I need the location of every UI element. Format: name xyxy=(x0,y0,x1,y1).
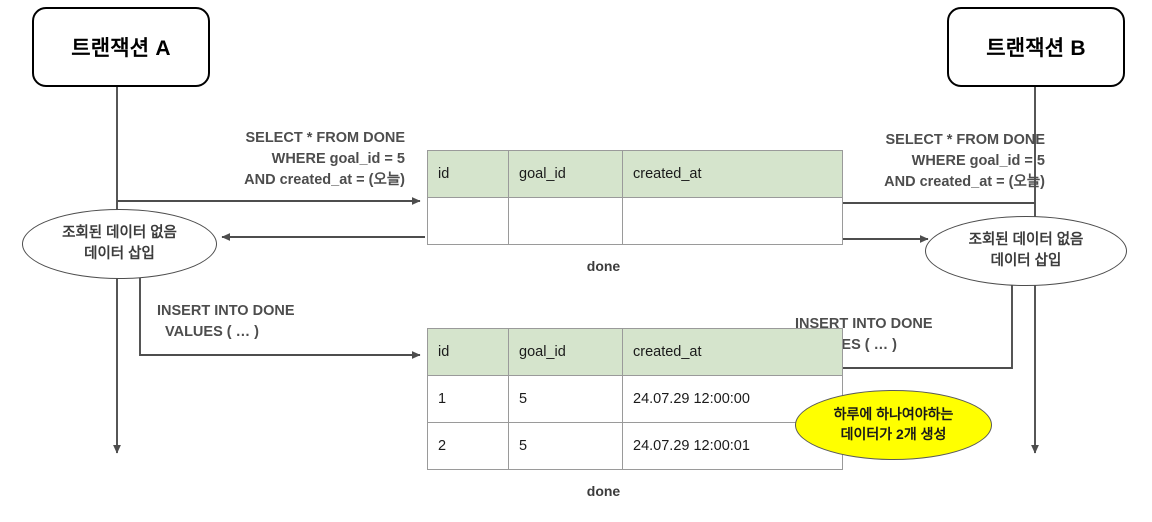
cell-created-at xyxy=(622,197,843,245)
cell-id xyxy=(427,197,509,245)
table-header-row: id goal_id created_at xyxy=(427,328,843,376)
ellipse-b-line1: 조회된 데이터 없음 xyxy=(968,232,1084,249)
table-header-row: id goal_id created_at xyxy=(427,150,843,198)
cell-created-at: 24.07.29 12:00:01 xyxy=(622,422,843,470)
select-left-line1: SELECT * FROM DONE xyxy=(245,130,405,146)
done-table-bottom: id goal_id created_at 1 5 24.07.29 12:00… xyxy=(427,328,843,470)
callout-line2: 데이터가 2개 생성 xyxy=(840,426,947,442)
ellipse-b-no-data: 조회된 데이터 없음 데이터 삽입 xyxy=(925,216,1127,286)
ellipse-a-line2: 데이터 삽입 xyxy=(84,246,155,262)
cell-id: 2 xyxy=(427,422,509,470)
table-row xyxy=(427,197,843,245)
done-table-bottom-caption: done xyxy=(586,483,621,499)
ellipse-a-no-data: 조회된 데이터 없음 데이터 삽입 xyxy=(22,209,217,279)
header-goal-id: goal_id xyxy=(508,328,623,376)
select-right-line3: AND created_at = (오늘) xyxy=(884,174,1045,191)
select-label-right: SELECT * FROM DONE WHERE goal_id = 5 AND… xyxy=(780,130,1045,193)
cell-goal-id xyxy=(508,197,623,245)
select-left-line3: AND created_at = (오늘) xyxy=(244,172,405,189)
transaction-b-label: 트랜잭션 B xyxy=(986,37,1086,60)
transaction-a-label: 트랜잭션 A xyxy=(71,37,171,60)
transaction-a-box: 트랜잭션 A xyxy=(32,7,210,87)
insert-label-left: INSERT INTO DONE VALUES ( … ) xyxy=(157,301,377,343)
header-created-at: created_at xyxy=(622,150,843,198)
select-right-line2: WHERE goal_id = 5 xyxy=(911,153,1045,170)
table-row: 1 5 24.07.29 12:00:00 xyxy=(427,375,843,423)
done-table-top: id goal_id created_at xyxy=(427,150,843,245)
select-label-left: SELECT * FROM DONE WHERE goal_id = 5 AND… xyxy=(140,128,405,191)
cell-id: 1 xyxy=(427,375,509,423)
select-left-line2: WHERE goal_id = 5 xyxy=(271,151,405,168)
cell-created-at: 24.07.29 12:00:00 xyxy=(622,375,843,423)
table-row: 2 5 24.07.29 12:00:01 xyxy=(427,422,843,470)
warning-callout: 하루에 하나여야하는 데이터가 2개 생성 xyxy=(795,390,992,460)
cell-goal-id: 5 xyxy=(508,375,623,423)
select-right-line1: SELECT * FROM DONE xyxy=(885,132,1045,148)
header-id: id xyxy=(427,328,509,376)
insert-left-line2: VALUES ( … ) xyxy=(165,324,259,341)
cell-goal-id: 5 xyxy=(508,422,623,470)
header-goal-id: goal_id xyxy=(508,150,623,198)
ellipse-b-line2: 데이터 삽입 xyxy=(990,253,1062,269)
insert-left-line1: INSERT INTO DONE xyxy=(157,303,295,319)
ellipse-a-line1: 조회된 데이터 없음 xyxy=(62,225,177,242)
done-table-top-caption: done xyxy=(586,258,621,274)
callout-line1: 하루에 하나여야하는 xyxy=(833,406,954,423)
header-created-at: created_at xyxy=(622,328,843,376)
header-id: id xyxy=(427,150,509,198)
transaction-b-box: 트랜잭션 B xyxy=(947,7,1125,87)
